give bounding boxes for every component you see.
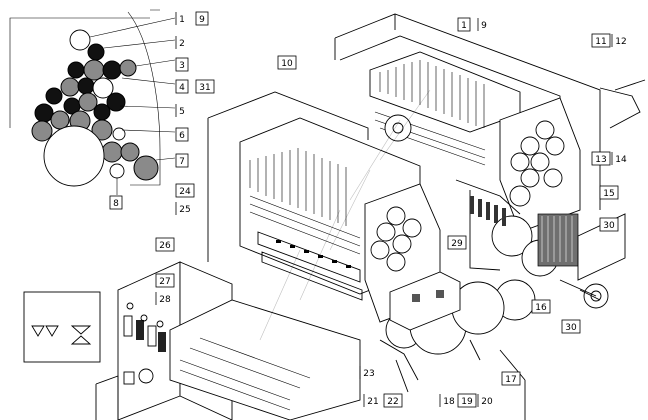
- roller-mid: [101, 141, 123, 163]
- triangle-symbol-icon: [31, 325, 59, 337]
- callout-box: [457, 393, 477, 408]
- roller-dark: [77, 77, 95, 95]
- roller-schematic: [9, 9, 176, 195]
- callout-box: [175, 79, 189, 94]
- callout-box: [591, 33, 611, 48]
- callout-c8: 8: [113, 199, 119, 209]
- callout-c9b: 9: [481, 21, 487, 31]
- callout-c23: 23: [363, 369, 374, 379]
- callout-c18: 18: [443, 397, 455, 407]
- callout-box: [561, 319, 581, 334]
- callout-c11: 11: [595, 37, 606, 47]
- callout-box: [175, 127, 189, 142]
- callout-box: [599, 217, 619, 232]
- callout-c22: 22: [387, 397, 398, 407]
- callout-c17: 17: [505, 375, 516, 385]
- callout-c9: 9: [199, 15, 205, 25]
- hourglass-symbol-icon: [70, 325, 92, 345]
- callout-c19: 19: [461, 397, 473, 407]
- callout-c29: 29: [451, 239, 463, 249]
- callout-c24: 24: [179, 187, 191, 197]
- symbol-inset: [23, 291, 101, 363]
- roller-dark: [45, 87, 63, 105]
- roller-white-small: [112, 127, 126, 141]
- callout-c20: 20: [481, 397, 493, 407]
- callout-c3: 3: [179, 61, 185, 71]
- callout-box: [155, 273, 175, 288]
- callout-c5: 5: [179, 107, 185, 117]
- callout-c30b: 30: [565, 323, 577, 333]
- roller-dark: [102, 60, 122, 80]
- roller-dark: [93, 103, 111, 121]
- callout-c26: 26: [159, 241, 171, 251]
- control-knob-icon: [138, 368, 154, 384]
- callout-c1: 1: [179, 15, 185, 25]
- callout-c13: 13: [595, 155, 606, 165]
- roller-white-small: [109, 163, 125, 179]
- callout-c27: 27: [159, 277, 170, 287]
- front-printing-unit: [207, 91, 521, 393]
- callout-c7: 7: [179, 157, 185, 167]
- roller-mid: [78, 92, 98, 112]
- callout-c14: 14: [615, 155, 627, 165]
- roller-dark: [106, 92, 126, 112]
- rear-printing-unit: [334, 13, 646, 420]
- callout-box: [277, 55, 297, 70]
- callout-box: [195, 11, 209, 26]
- callout-c2: 2: [179, 39, 185, 49]
- callout-box: [195, 79, 215, 94]
- callout-box: [501, 371, 521, 386]
- roller-mid: [91, 119, 113, 141]
- callout-c4: 4: [179, 83, 185, 93]
- inset-frame: [23, 291, 101, 363]
- callout-c12: 12: [615, 37, 626, 47]
- callout-c28: 28: [159, 295, 171, 305]
- roller-dark: [87, 43, 105, 61]
- plate-cylinder: [43, 125, 105, 187]
- callout-box: [383, 393, 403, 408]
- callout-c6: 6: [179, 131, 185, 141]
- roller-mid: [50, 110, 70, 130]
- callout-box: [175, 183, 195, 198]
- roller-mid: [31, 120, 53, 142]
- callout-c25: 25: [179, 205, 190, 215]
- callout-c31: 31: [199, 83, 210, 93]
- callout-box: [531, 299, 551, 314]
- callout-c15: 15: [603, 189, 614, 199]
- callout-box: [591, 151, 611, 166]
- callout-box: [457, 17, 471, 32]
- callout-box: [155, 237, 175, 252]
- callout-box: [447, 235, 467, 250]
- callout-c1b: 1: [461, 21, 467, 31]
- callout-c10: 10: [281, 59, 293, 69]
- roller-white-top: [69, 29, 91, 51]
- callout-c21: 21: [367, 397, 378, 407]
- callout-c16: 16: [535, 303, 547, 313]
- callout-box: [599, 185, 619, 200]
- callout-box: [109, 195, 123, 210]
- roller-mid: [119, 59, 137, 77]
- roller-mid: [83, 59, 105, 81]
- gear-train: [537, 213, 579, 267]
- roller-mid: [120, 142, 140, 162]
- gear-icon: [384, 114, 412, 142]
- roller-white: [92, 77, 114, 99]
- roller-mid: [60, 77, 80, 97]
- roller-dark: [67, 61, 85, 79]
- roller-dark: [34, 103, 54, 123]
- roller-mid: [133, 155, 159, 181]
- callout-box: [175, 57, 189, 72]
- callout-c30a: 30: [603, 221, 615, 231]
- control-cabinet: [95, 261, 361, 420]
- callout-box: [175, 153, 189, 168]
- watermark-pattern: [259, 89, 431, 341]
